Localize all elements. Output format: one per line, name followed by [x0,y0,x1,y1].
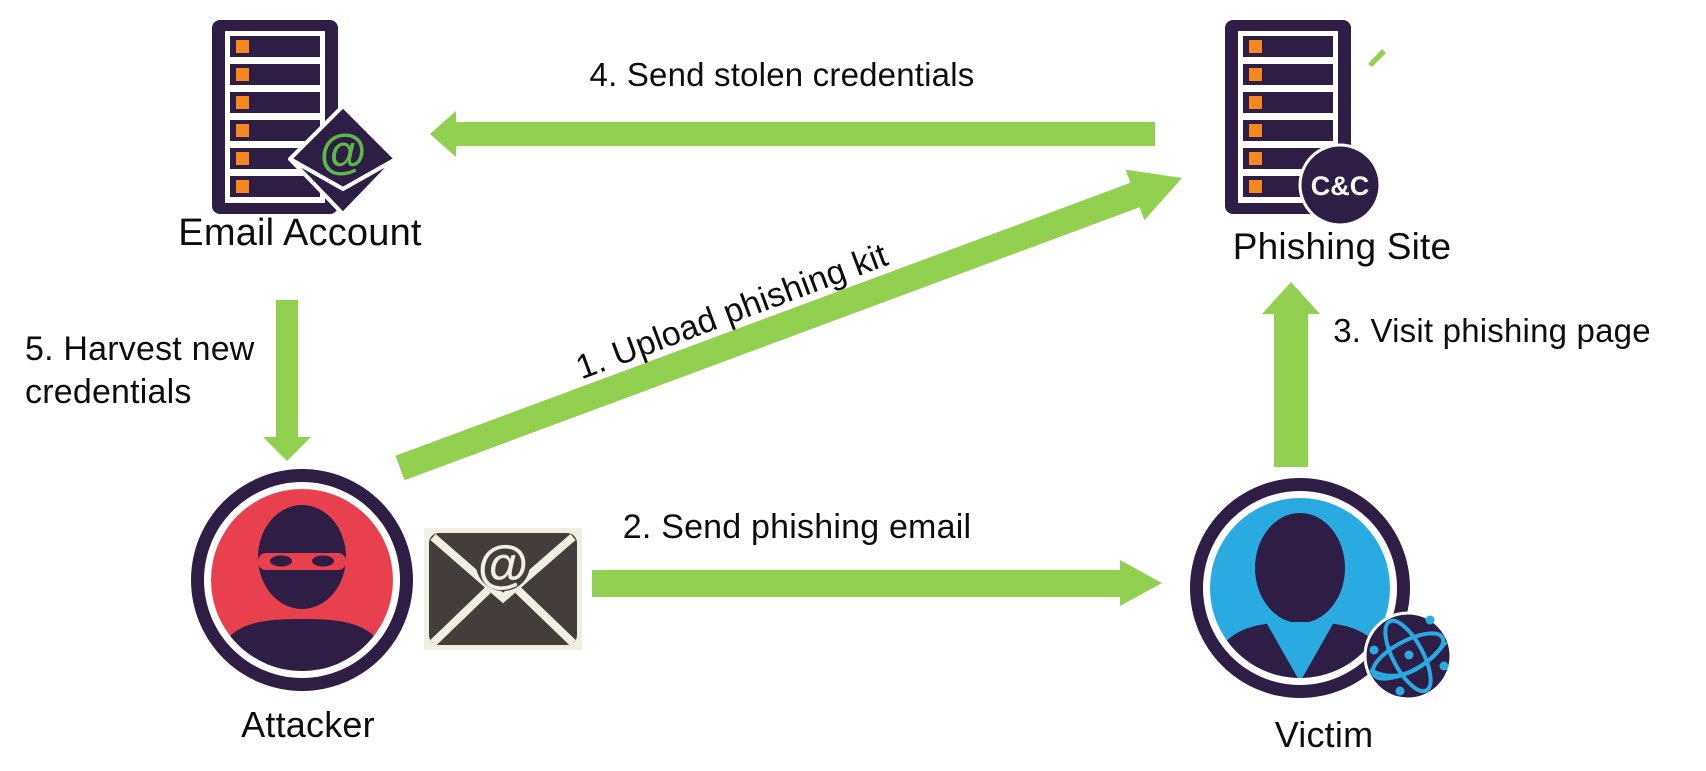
victim-avatar-icon [1190,478,1410,698]
phishing-email-envelope-icon: @ [424,528,582,650]
step3-visit-arrow-icon [1262,282,1320,467]
attacker-avatar-icon [191,469,413,691]
attacker-label: Attacker [241,704,375,745]
step4-credentials-arrow-icon [430,111,1155,157]
stray-green-mark [1368,49,1386,67]
victim-label: Victim [1274,714,1374,755]
step3-visit-caption: 3. Visit phishing page [1333,312,1651,349]
cnc-badge-icon: C&C [1298,143,1382,227]
step1-upload-arrow-icon [395,169,1182,481]
step4-credentials-caption: 4. Send stolen credentials [589,56,975,93]
at-symbol-glyph: @ [320,126,367,179]
email-account-label: Email Account [178,212,422,254]
step2-send-email-caption: 2. Send phishing email [622,508,972,546]
phishing-site-label: Phishing Site [1232,226,1452,267]
step5-harvest-caption: 5. Harvest new credentials [25,330,255,411]
open-envelope-at-icon: @ [288,104,398,216]
globe-network-icon [1363,611,1453,701]
step5-harvest-arrow-icon [263,300,311,461]
at-symbol-glyph: @ [478,536,529,594]
step2-send-email-arrow-icon [592,560,1162,606]
cnc-badge-text: C&C [1311,171,1370,201]
